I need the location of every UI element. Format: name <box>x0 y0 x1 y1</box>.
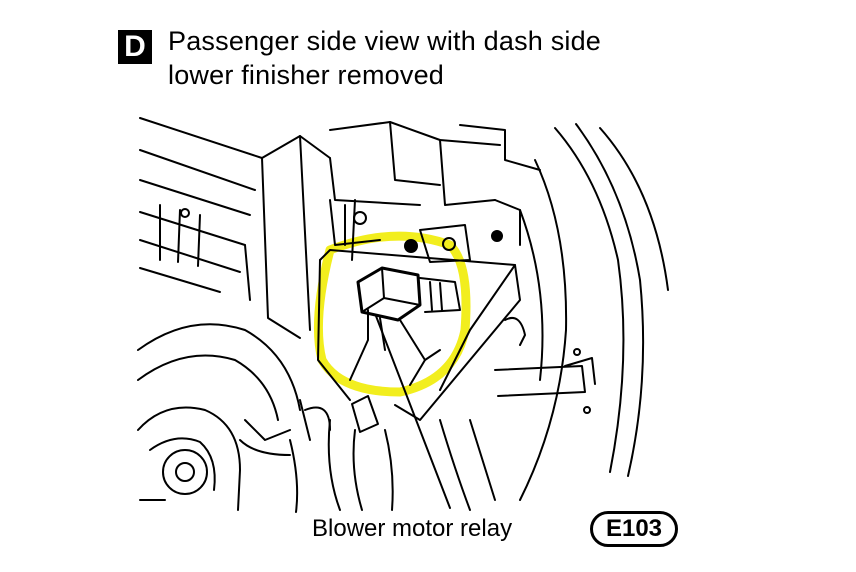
relay-highlight <box>313 231 471 397</box>
relay-bracket <box>299 249 521 441</box>
view-title-line-1: Passenger side view with dash side <box>168 26 602 56</box>
upper-bracket-structure <box>329 121 541 263</box>
blower-housing <box>137 323 301 511</box>
view-letter-badge: D <box>118 30 152 64</box>
wiring-harness <box>289 419 394 513</box>
callout-leader-line <box>375 315 451 509</box>
view-title: Passenger side view with dash side lower… <box>168 24 601 92</box>
connector-code-badge: E103 <box>590 511 678 547</box>
dash-panel-left <box>139 117 331 339</box>
view-title-line-2: lower finisher removed <box>168 60 445 90</box>
callout-label: Blower motor relay <box>312 515 513 542</box>
door-trim-right <box>439 123 669 511</box>
